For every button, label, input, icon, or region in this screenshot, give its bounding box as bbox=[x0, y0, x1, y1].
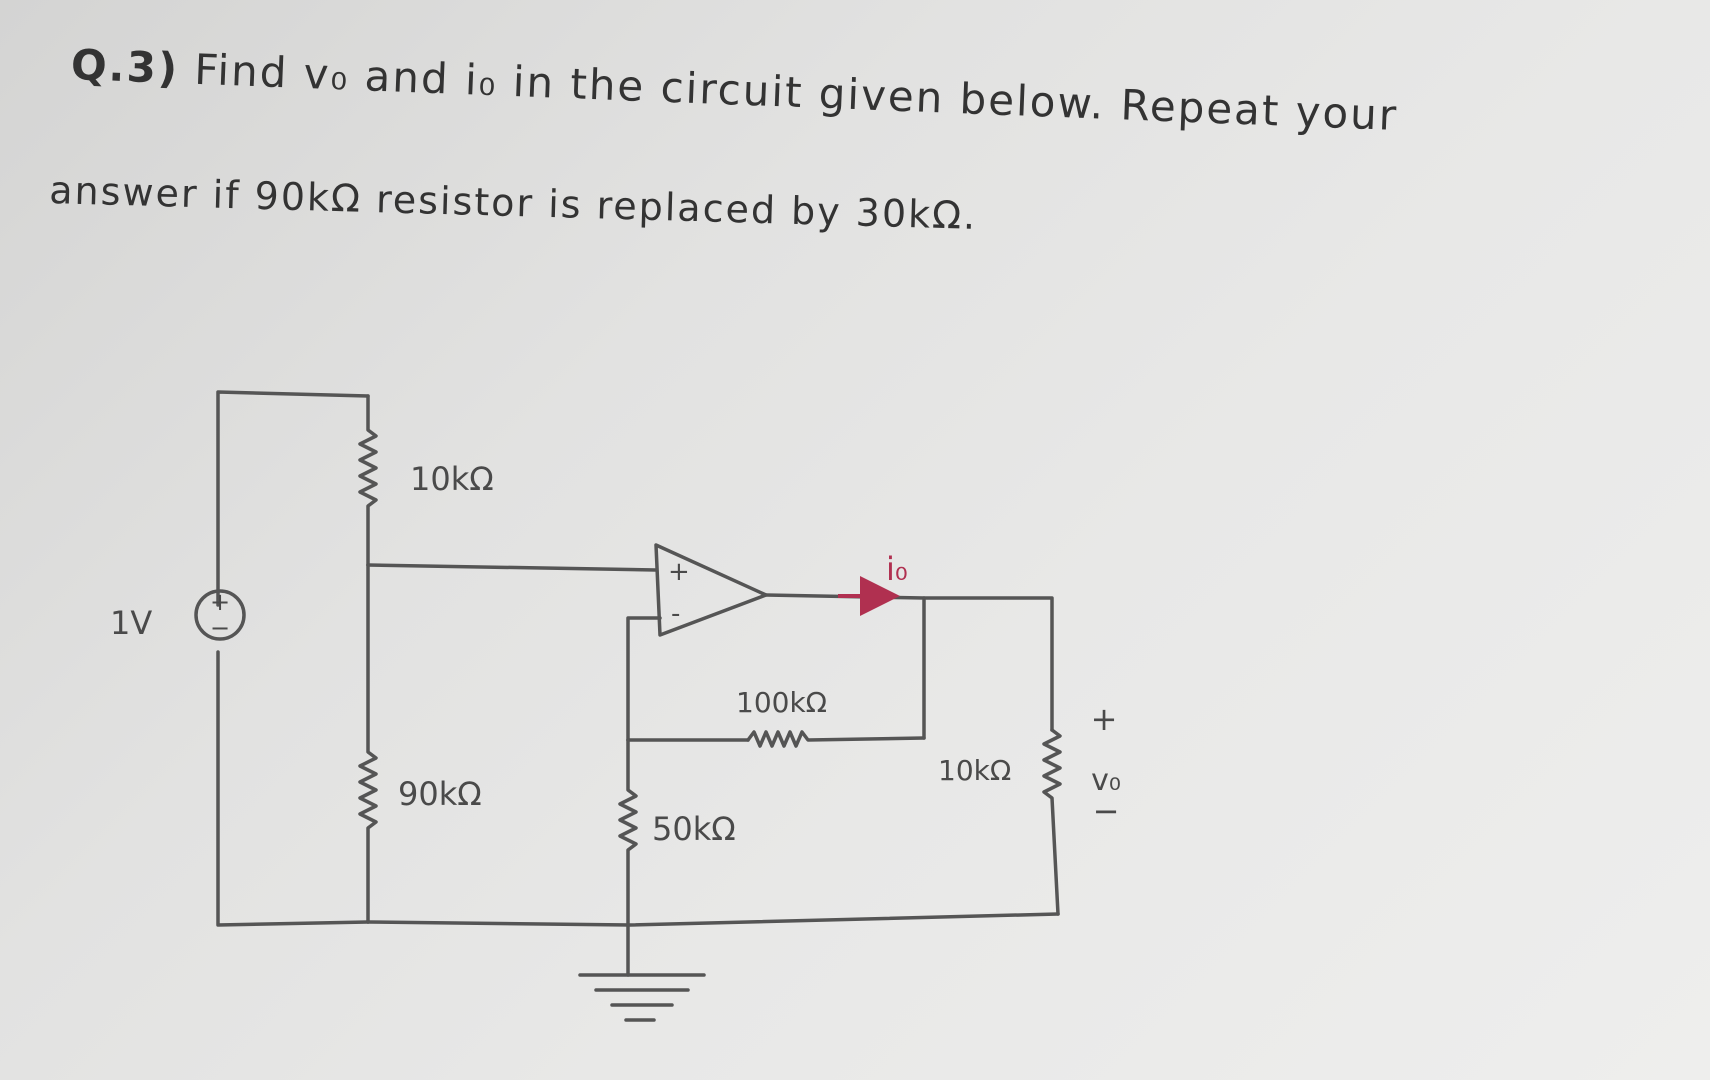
resistor-100k-label: 100kΩ bbox=[736, 686, 827, 719]
wire-inverting-input bbox=[626, 616, 662, 742]
resistor-90k-label: 90kΩ bbox=[398, 775, 482, 813]
current-label: i₀ bbox=[886, 550, 908, 588]
resistor-50k-label: 50kΩ bbox=[652, 810, 736, 848]
resistor-50k bbox=[618, 738, 638, 927]
source-plus-sign: + bbox=[210, 588, 230, 616]
opamp-minus-sign: - bbox=[671, 599, 680, 629]
vo-minus-sign: − bbox=[1093, 792, 1120, 830]
voltage-source-1v: + − bbox=[194, 588, 246, 642]
resistor-100k bbox=[746, 730, 926, 748]
source-label: 1V bbox=[110, 604, 152, 642]
opamp-plus-sign: + bbox=[668, 557, 690, 587]
wire-ground-bus bbox=[366, 912, 1060, 927]
resistor-90k bbox=[358, 563, 378, 924]
resistor-10k-load-label: 10kΩ bbox=[938, 754, 1011, 787]
opamp-triangle bbox=[654, 543, 768, 637]
vo-label: v₀ bbox=[1091, 763, 1121, 798]
vo-plus-sign: + bbox=[1091, 700, 1118, 738]
wire-source-bottom bbox=[216, 650, 370, 927]
resistor-10k-top-label: 10kΩ bbox=[410, 460, 494, 498]
source-minus-sign: − bbox=[210, 614, 230, 642]
resistor-10k-top bbox=[358, 394, 378, 567]
ground-symbol bbox=[578, 923, 706, 1022]
wire-source-top bbox=[216, 390, 370, 607]
wire-to-noninverting bbox=[366, 563, 658, 572]
resistor-10k-load bbox=[1042, 728, 1062, 916]
wire-output-to-load bbox=[922, 596, 1054, 732]
